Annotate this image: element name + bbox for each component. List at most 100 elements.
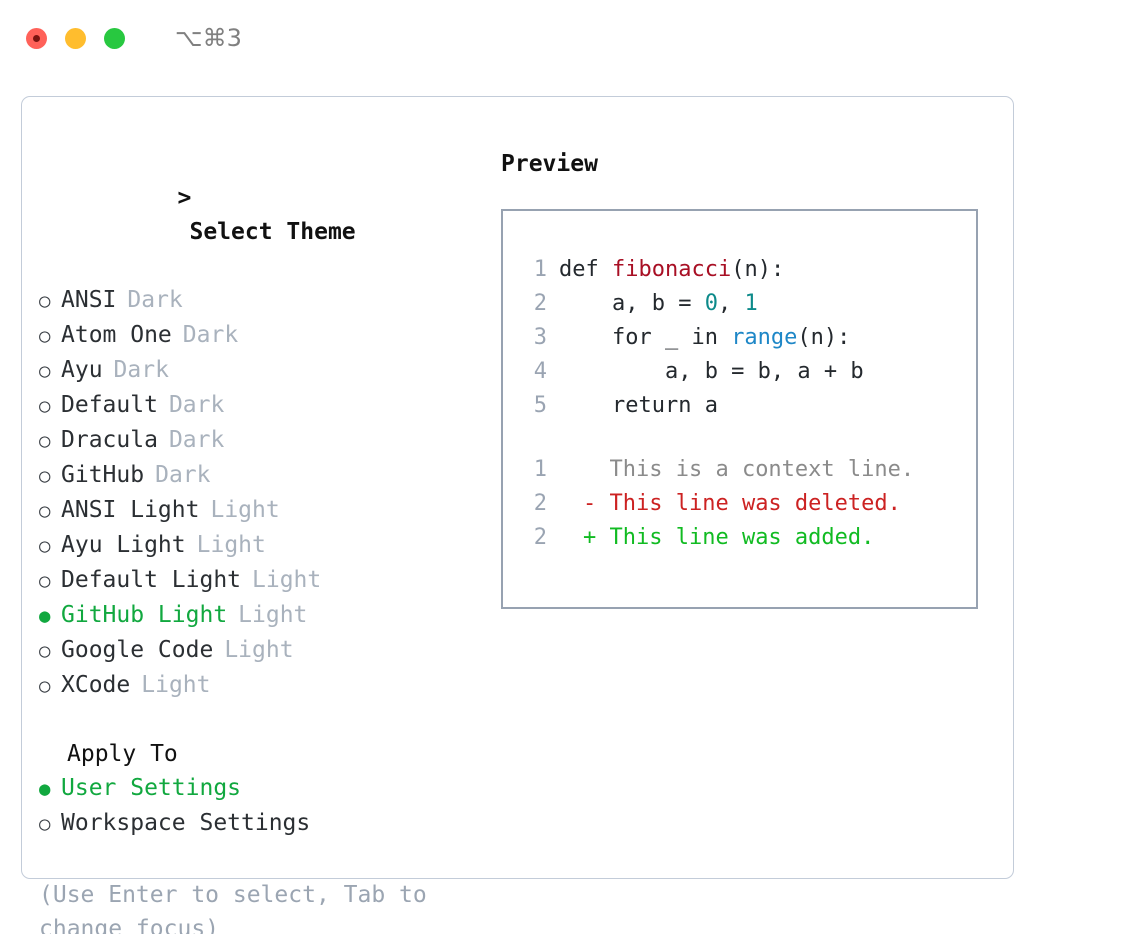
code-token-num: 1 — [744, 291, 758, 316]
page-title: > Select Theme — [39, 147, 489, 283]
code-line-number: 4 — [533, 359, 547, 384]
apply-to-section: Apply To ● User Settings ○Workspace Settin… — [39, 737, 489, 841]
code-line-number: 5 — [533, 393, 547, 418]
theme-option-row[interactable]: ○ Atom One Dark — [39, 318, 489, 353]
code-line-number: 3 — [533, 325, 547, 350]
theme-option-category: Light — [141, 672, 211, 698]
preview-title: Preview — [501, 151, 598, 177]
theme-option-label: ANSI — [61, 287, 117, 313]
code-token-plain: return a — [559, 393, 718, 418]
theme-option-category: Light — [224, 637, 294, 663]
theme-option-row[interactable]: ○ Ayu Light Light — [39, 528, 489, 563]
theme-option-row[interactable]: ○ Ayu Dark — [39, 353, 489, 388]
radio-unselected-icon: ○ — [39, 430, 51, 452]
code-token-plain: def — [559, 257, 612, 282]
code-line: 3 for _ in range(n): — [519, 321, 976, 355]
theme-option-label: Google Code — [61, 637, 214, 663]
theme-option-category: Dark — [155, 462, 211, 488]
code-token-plain: , — [717, 291, 745, 316]
diff-line-number: 2 — [533, 491, 547, 516]
theme-option-label: ANSI Light — [61, 497, 200, 523]
maximize-button-icon[interactable] — [104, 27, 125, 49]
radio-unselected-icon: ○ — [39, 325, 51, 347]
diff-sample: 1 This is a context line. 2 - This line wa… — [519, 453, 976, 555]
title-bar: ⌥⌘3 — [0, 0, 1140, 76]
code-line-content: for _ in range(n): — [559, 321, 850, 355]
diff-line-text: This line was added. — [596, 525, 875, 550]
theme-option-label: Ayu Light — [61, 532, 186, 558]
radio-unselected-icon: ○ — [39, 290, 51, 312]
radio-unselected-icon: ○ — [39, 535, 51, 557]
minimize-button-icon[interactable] — [65, 27, 86, 49]
radio-unselected-icon: ○ — [39, 640, 51, 662]
code-token-plain: a, b = — [559, 291, 705, 316]
theme-option-row[interactable]: ● GitHub Light Light — [39, 598, 489, 633]
theme-option-row[interactable]: ○ Default Dark — [39, 388, 489, 423]
diff-line: 2 - This line was deleted. — [519, 487, 976, 521]
code-line: 4 a, b = b, a + b — [519, 355, 976, 389]
apply-to-list: ● User Settings ○Workspace Settings — [39, 771, 489, 841]
diff-line: 1 This is a context line. — [519, 453, 976, 487]
theme-option-row[interactable]: ○ Google Code Light — [39, 633, 489, 668]
theme-option-category: Dark — [113, 357, 169, 383]
apply-to-option-row[interactable]: ● User Settings — [39, 771, 489, 806]
theme-option-label: Ayu — [61, 357, 103, 383]
diff-marker-added: + — [583, 525, 597, 550]
radio-unselected-icon: ○ — [39, 500, 51, 522]
diff-line-number: 1 — [533, 457, 547, 482]
theme-option-label: Atom One — [61, 322, 172, 348]
page-title-text: Select Theme — [189, 219, 356, 245]
radio-selected-icon: ● — [39, 778, 51, 800]
code-token-plain: (n): — [731, 257, 785, 282]
diff-line-number: 2 — [533, 525, 547, 550]
code-token-fn: fibonacci — [611, 257, 732, 282]
code-token-call: range — [731, 325, 798, 350]
theme-option-label: GitHub Light — [61, 602, 228, 628]
theme-option-row[interactable]: ○ XCode Light — [39, 668, 489, 703]
code-line-content: return a — [559, 389, 718, 423]
theme-option-label: Default — [61, 392, 158, 418]
radio-unselected-icon: ○ — [39, 360, 51, 382]
close-button-icon[interactable] — [26, 27, 47, 49]
theme-option-category: Dark — [168, 392, 225, 418]
radio-unselected-icon: ○ — [39, 675, 51, 697]
code-token-num: 0 — [704, 291, 718, 316]
theme-option-category: Light — [252, 567, 322, 593]
diff-line-text: This is a context line. — [596, 457, 915, 482]
apply-to-option-label: User Settings — [61, 775, 242, 801]
theme-option-category: Light — [238, 602, 308, 628]
radio-unselected-icon: ○ — [39, 570, 51, 592]
code-line-content: a, b = 0, 1 — [559, 287, 758, 321]
apply-to-option-row[interactable]: ○Workspace Settings — [39, 806, 489, 841]
code-line-content: a, b = b, a + b — [559, 355, 864, 389]
theme-option-label: Default Light — [61, 567, 242, 593]
preview-spacer — [519, 423, 976, 453]
theme-option-row[interactable]: ○ Default Light Light — [39, 563, 489, 598]
diff-line: 2 + This line was added. — [519, 521, 976, 555]
code-line: 2 a, b = 0, 1 — [519, 287, 976, 321]
theme-option-category: Dark — [168, 427, 225, 453]
code-line: 1 def fibonacci(n): — [519, 253, 976, 287]
apply-to-title: Apply To — [67, 741, 178, 767]
theme-option-category: Dark — [127, 287, 183, 313]
theme-option-category: Dark — [182, 322, 239, 348]
radio-unselected-icon: ○ — [39, 395, 51, 417]
diff-marker-deleted: - — [583, 491, 597, 516]
theme-option-category: Light — [196, 532, 266, 558]
keyboard-shortcut-label: ⌥⌘3 — [175, 24, 242, 52]
diff-line-text: This line was deleted. — [596, 491, 901, 516]
theme-option-label: XCode — [61, 672, 131, 698]
code-line-number: 1 — [533, 257, 547, 282]
theme-option-row[interactable]: ○ ANSI Dark — [39, 283, 489, 318]
radio-selected-icon: ● — [39, 605, 51, 627]
